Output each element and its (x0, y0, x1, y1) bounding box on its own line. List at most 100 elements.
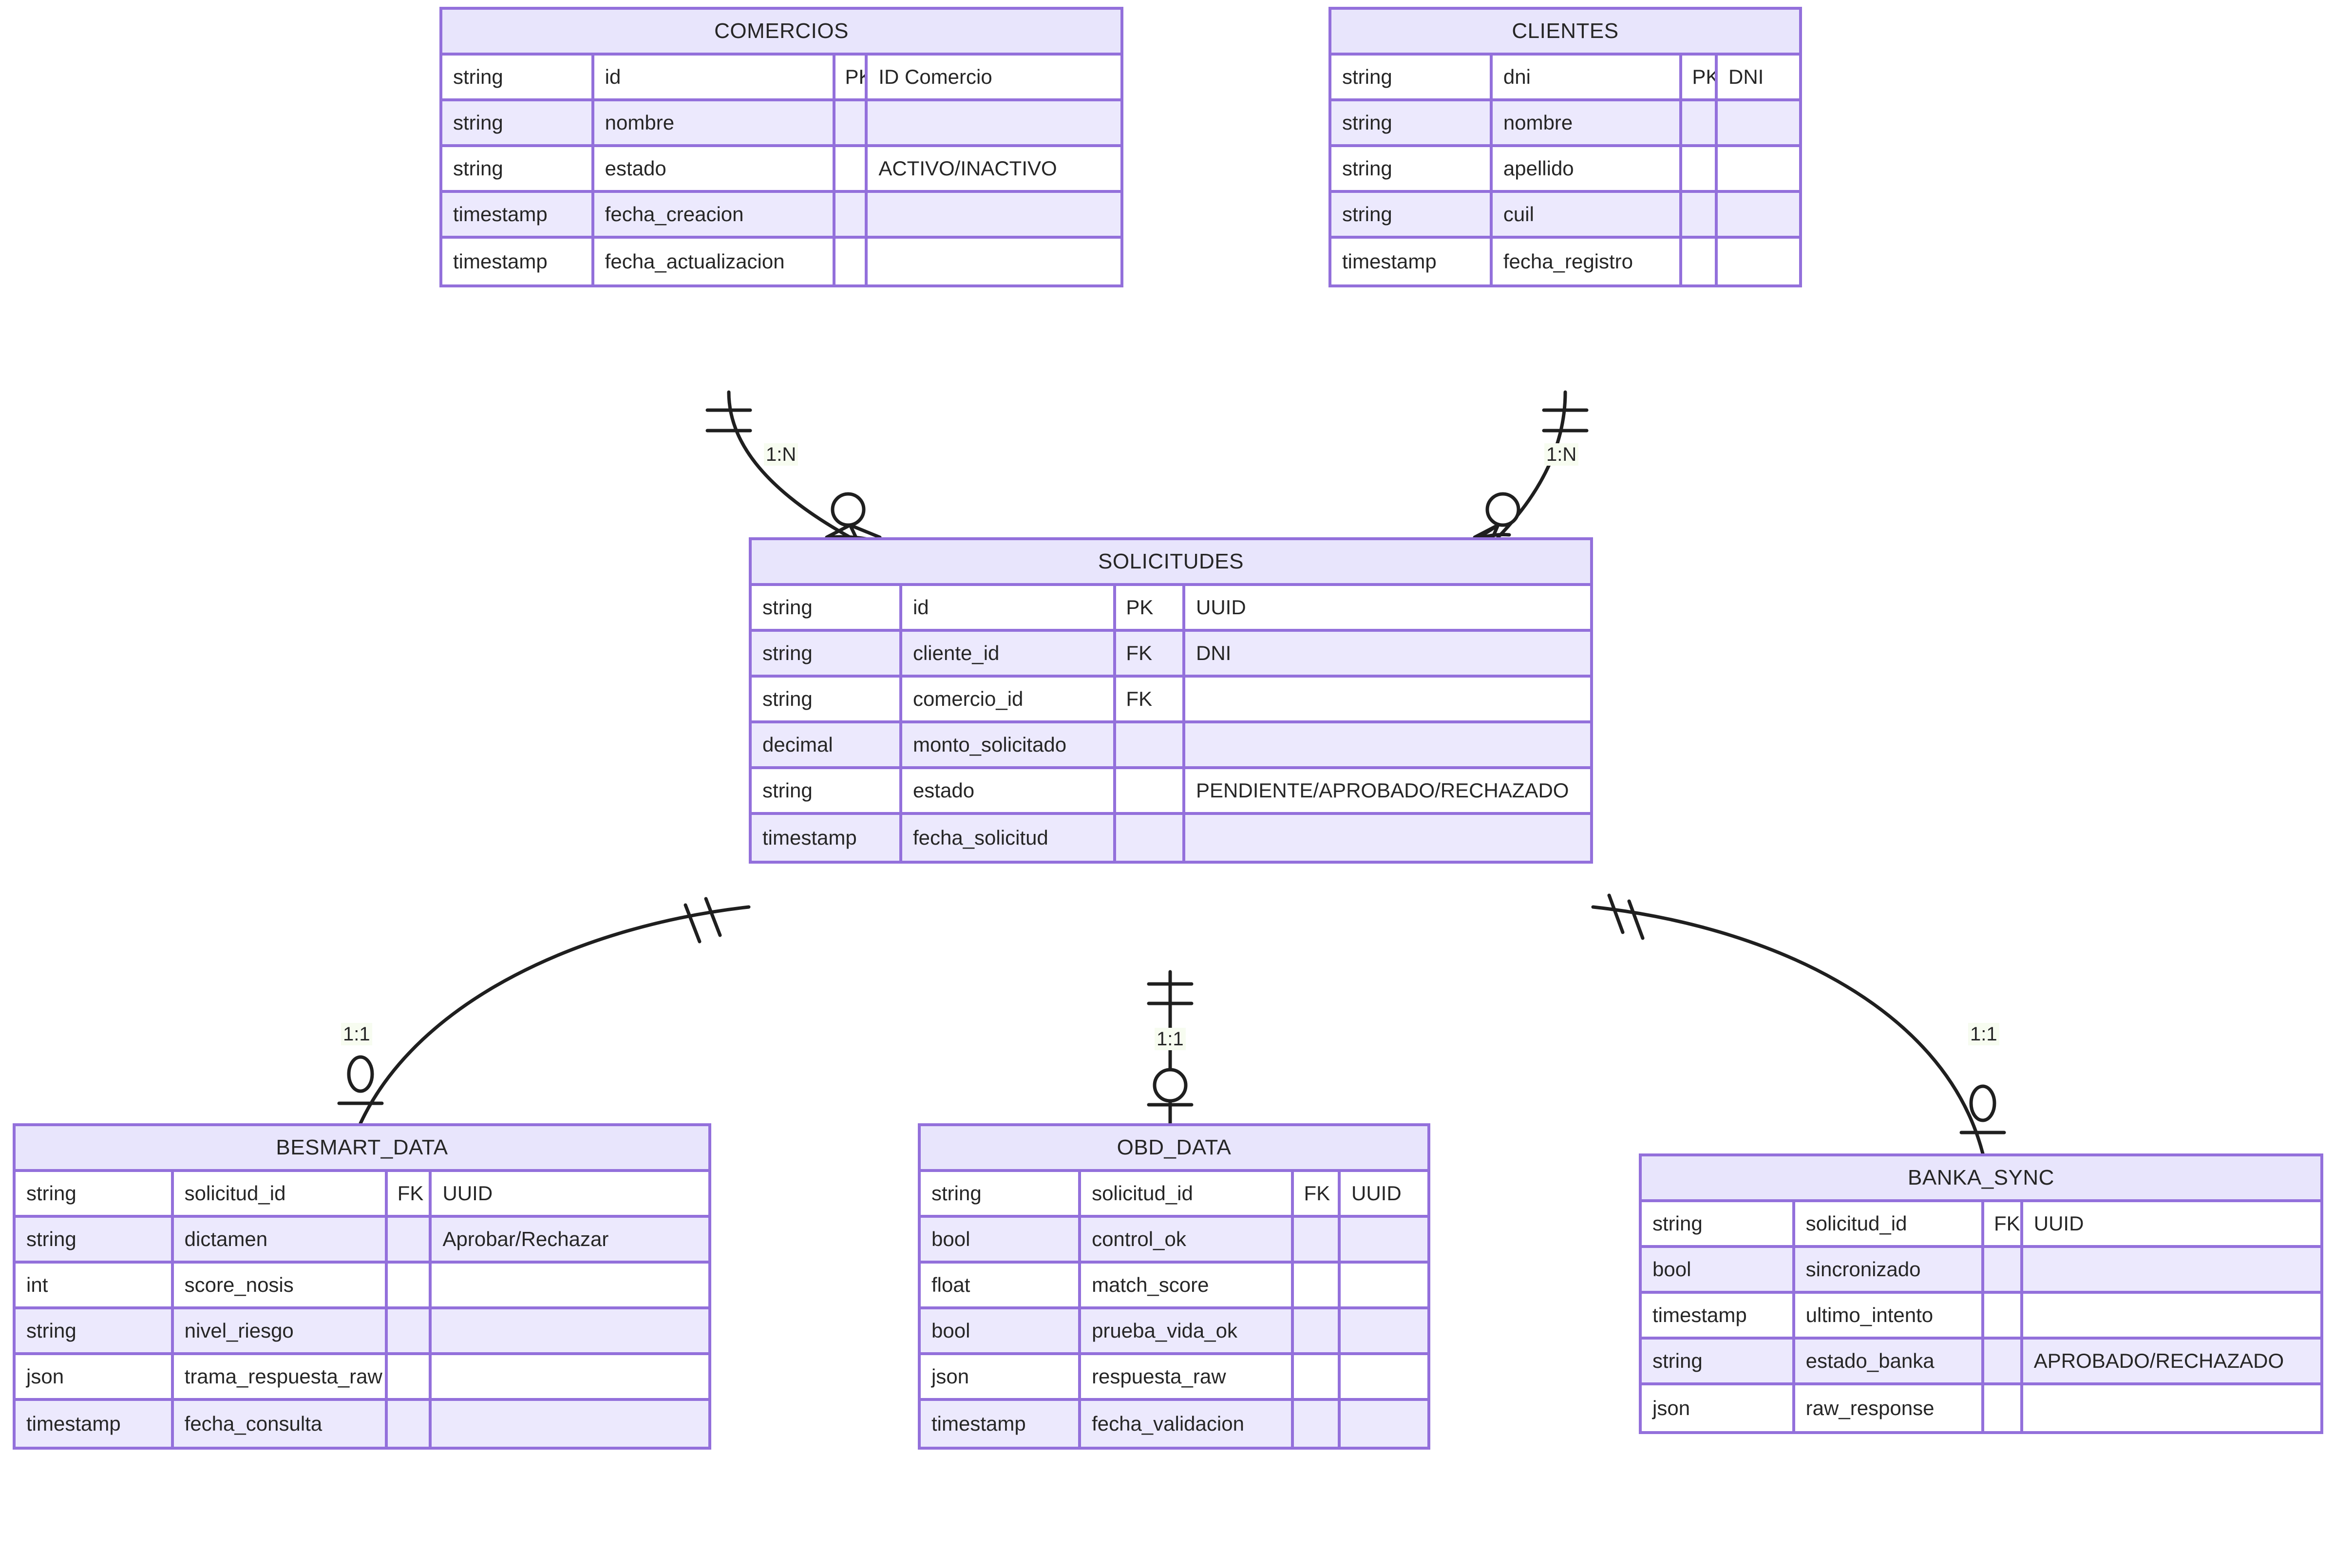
connector-comercios-solicitudes (705, 390, 885, 547)
attribute-key (1682, 239, 1718, 284)
attribute-name: fecha_solicitud (902, 815, 1117, 861)
attribute-note: ACTIVO/INACTIVO (878, 157, 1057, 180)
attribute-type: string (16, 1172, 174, 1215)
attribute-type: timestamp (442, 239, 594, 284)
attribute-type: timestamp (752, 815, 902, 861)
attribute-key (388, 1218, 432, 1261)
attribute-type: json (16, 1355, 174, 1398)
relationship-label-solicitudes-obd: 1:1 (1155, 1028, 1186, 1050)
attribute-name: dictamen (174, 1218, 388, 1261)
attribute-name: nivel_riesgo (174, 1309, 388, 1352)
attribute-name: estado (902, 769, 1117, 812)
attribute-name: comercio_id (902, 678, 1117, 720)
attribute-key (835, 101, 868, 144)
attribute-name: fecha_creacion (594, 193, 835, 236)
attribute-name: cliente_id (902, 632, 1117, 675)
attribute-name: monto_solicitado (902, 723, 1117, 766)
attribute-key (1294, 1401, 1341, 1447)
relationship-label-solicitudes-besmart: 1:1 (341, 1023, 372, 1045)
attribute-name: estado_banka (1795, 1340, 1984, 1382)
entity-title: SOLICITUDES (752, 540, 1590, 586)
attribute-type: string (442, 101, 594, 144)
attribute-key: FK (1294, 1172, 1341, 1215)
attribute-note (1718, 147, 1799, 190)
attribute-type: string (1331, 147, 1493, 190)
attribute-note: DNI (1196, 642, 1232, 664)
attribute-key (1294, 1309, 1341, 1352)
attribute-type: string (752, 632, 902, 675)
attribute-key (1294, 1264, 1341, 1306)
attribute-type: string (1642, 1340, 1795, 1382)
attribute-type: string (442, 56, 594, 98)
attribute-note (1185, 815, 1590, 861)
attribute-type: bool (921, 1309, 1082, 1352)
attribute-key: FK (388, 1172, 432, 1215)
attribute-note: UUID (1351, 1182, 1402, 1205)
attribute-type: int (16, 1264, 174, 1306)
attribute-key (835, 147, 868, 190)
attribute-name: id (902, 586, 1117, 629)
relationship-label-comercios-solicitudes: 1:N (764, 443, 798, 466)
attribute-name: cuil (1493, 193, 1683, 236)
attribute-note (432, 1355, 708, 1398)
attribute-note (1341, 1355, 1427, 1398)
attribute-key (1116, 769, 1185, 812)
attribute-key: FK (1116, 678, 1185, 720)
attribute-key (1294, 1218, 1341, 1261)
attribute-name: sincronizado (1795, 1248, 1984, 1291)
attribute-key (1984, 1294, 2023, 1337)
attribute-key (1984, 1385, 2023, 1431)
attribute-name: nombre (594, 101, 835, 144)
attribute-note (868, 101, 1120, 144)
attribute-type: json (1642, 1385, 1795, 1431)
attribute-type: bool (1642, 1248, 1795, 1291)
attribute-note: UUID (442, 1182, 493, 1205)
attribute-key (1984, 1248, 2023, 1291)
attribute-name: dni (1493, 56, 1683, 98)
attribute-type: float (921, 1264, 1082, 1306)
attribute-name: raw_response (1795, 1385, 1984, 1431)
attribute-key (835, 193, 868, 236)
attribute-key (1294, 1355, 1341, 1398)
attribute-name: prueba_vida_ok (1081, 1309, 1294, 1352)
attribute-type: timestamp (921, 1401, 1082, 1447)
attribute-note (868, 239, 1120, 284)
attribute-note: APROBADO/RECHAZADO (2033, 1349, 2284, 1372)
attribute-key (388, 1401, 432, 1447)
entity-comercios[interactable]: COMERCIOSstringidPKID Comerciostringnomb… (439, 7, 1123, 287)
attribute-note: DNI (1728, 65, 1764, 88)
attribute-key (1682, 193, 1718, 236)
attribute-note (1341, 1309, 1427, 1352)
attribute-key: PK (1116, 586, 1185, 629)
attribute-note (432, 1309, 708, 1352)
attribute-name: match_score (1081, 1264, 1294, 1306)
attribute-type: timestamp (1642, 1294, 1795, 1337)
attribute-name: solicitud_id (1795, 1202, 1984, 1245)
attribute-name: nombre (1493, 101, 1683, 144)
attribute-key (835, 239, 868, 284)
attribute-note (2023, 1294, 2320, 1337)
